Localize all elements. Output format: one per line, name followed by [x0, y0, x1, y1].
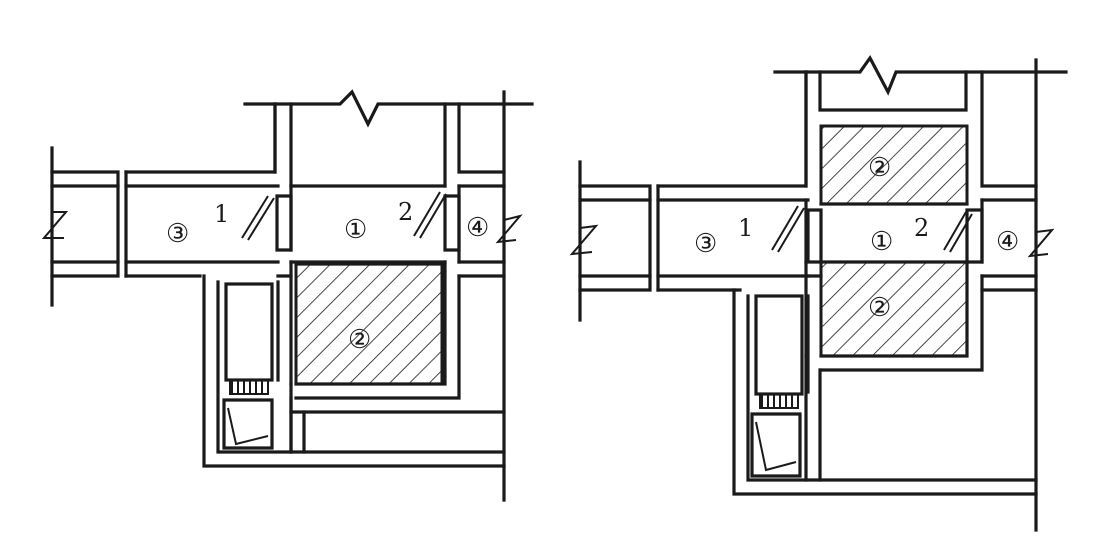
left-zone-2-hatched: [294, 262, 444, 386]
right-label-zone-2-bottom: ②: [868, 293, 891, 323]
right-machine: [750, 294, 804, 478]
left-label-mark-1: 1: [214, 200, 229, 228]
right-zone-1: [819, 202, 969, 264]
right-label-zone-3: ③: [694, 229, 717, 259]
right-lower-structure: [732, 260, 1038, 496]
right-zone-2-top-hatched: [819, 124, 969, 206]
right-label-mark-2: 2: [914, 214, 929, 242]
left-mark-2-slash: [413, 191, 447, 239]
right-label-zone-2-top: ②: [868, 153, 891, 183]
right-mark-2-slash: [943, 211, 973, 253]
left-diagram: ③ 1 ① 2 ④ ②: [41, 89, 534, 502]
right-diagram: ③ 1 ② ① 2 ④ ②: [569, 54, 1068, 532]
right-top-structure: [773, 54, 1068, 532]
left-machine: [222, 282, 274, 450]
left-lower-structure: [202, 260, 506, 468]
left-zone-1: [275, 184, 461, 264]
left-label-zone-4: ④: [466, 213, 489, 243]
left-tunnel-4: [457, 184, 523, 264]
right-label-mark-1: 1: [738, 214, 753, 242]
right-tunnel-4: [980, 198, 1055, 292]
right-zone-2-bottom-hatched: [819, 260, 969, 358]
right-label-zone-4: ④: [996, 227, 1019, 257]
left-label-zone-3: ③: [166, 219, 189, 249]
left-label-zone-1: ①: [344, 215, 367, 245]
right-mark-1-slash: [771, 205, 805, 253]
left-label-mark-2: 2: [398, 198, 413, 226]
right-label-zone-1: ①: [870, 227, 893, 257]
left-tunnel3-break: [41, 146, 69, 307]
left-label-zone-2: ②: [348, 325, 371, 355]
left-tunnel-3: [50, 102, 280, 278]
right-tunnel3-break: [569, 160, 599, 322]
left-mark-1-slash: [241, 195, 275, 241]
